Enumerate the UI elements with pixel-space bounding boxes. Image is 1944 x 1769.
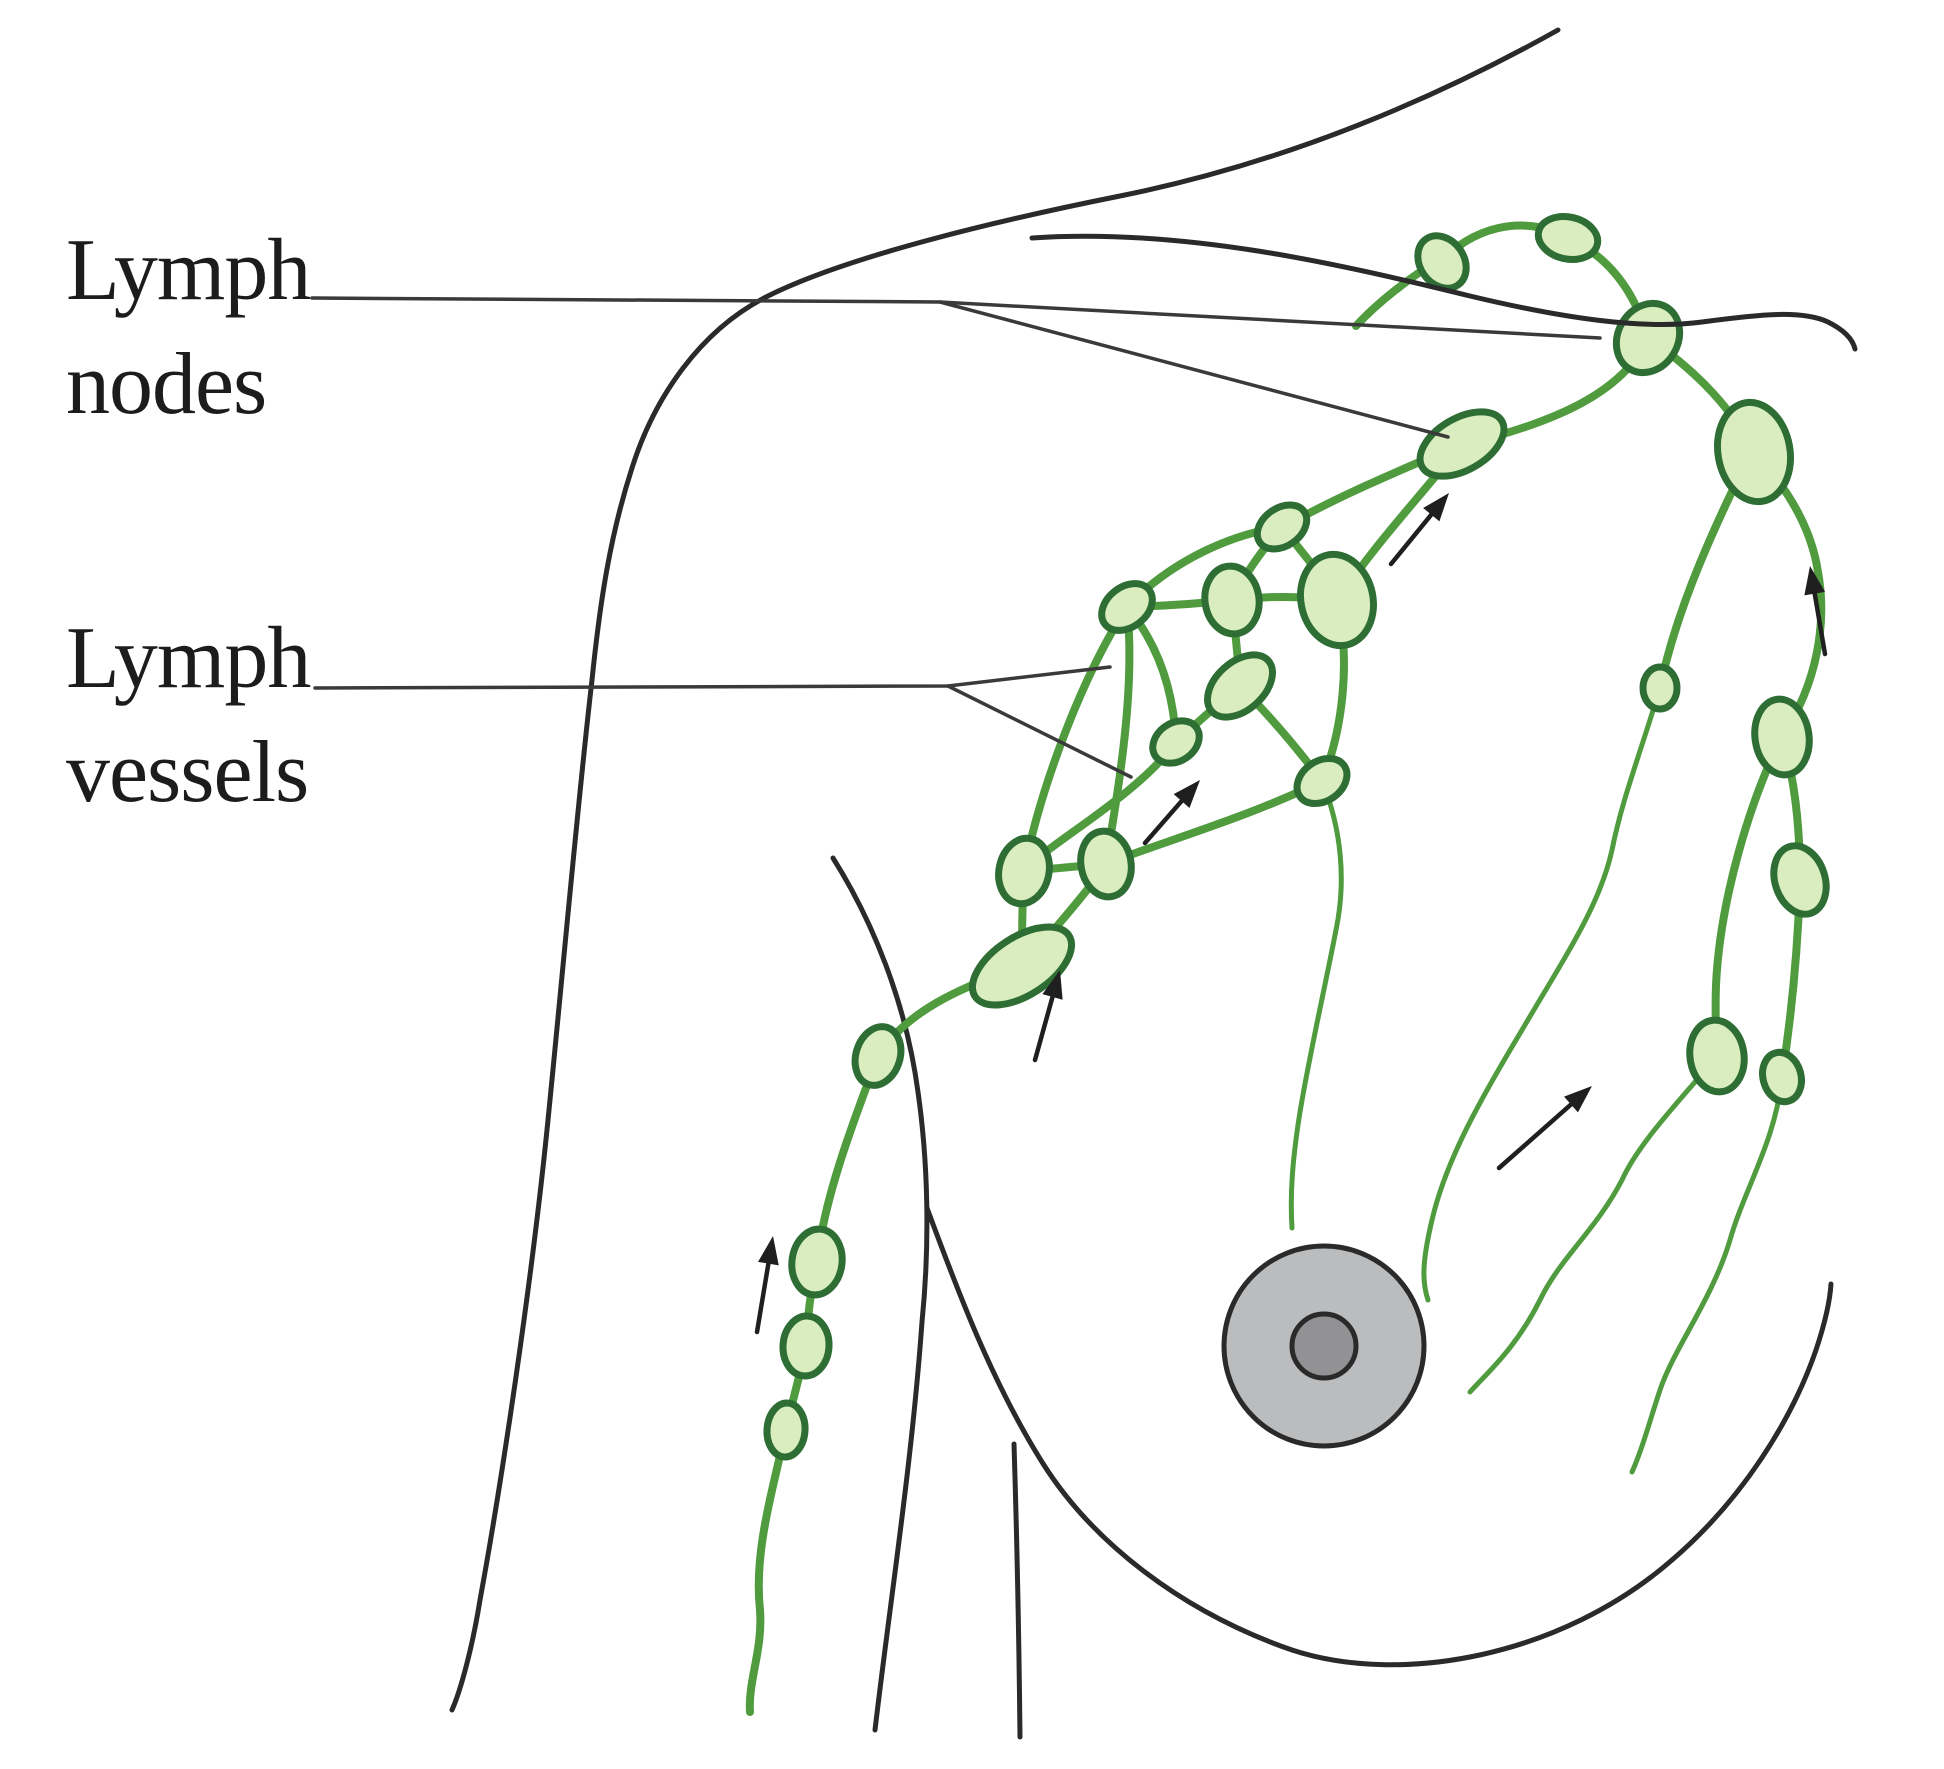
flow-arrow-head — [1173, 780, 1200, 808]
flow-arrow — [1496, 1086, 1592, 1171]
leader-line-lymph-nodes — [938, 300, 1450, 439]
flow-arrow — [1032, 970, 1063, 1063]
flow-arrow — [1142, 780, 1200, 846]
lymph-node — [1077, 827, 1135, 901]
leader-line-lymph-vessels — [946, 684, 1133, 779]
axilla-chest-line — [830, 855, 930, 1733]
lymph-node — [1149, 717, 1203, 767]
flow-arrow-head — [758, 1236, 779, 1266]
lymph-node — [1414, 232, 1470, 292]
leader-lines-group — [310, 296, 1602, 779]
flow-arrow-head — [1042, 970, 1063, 1000]
lymph-vessel-thin — [1421, 685, 1663, 1303]
flow-arrow-head — [1804, 566, 1826, 596]
lymph-vessel-thin — [1467, 1053, 1720, 1395]
lymph-node — [1204, 651, 1276, 721]
lymph-node — [968, 923, 1076, 1009]
flow-arrow-shaft — [1142, 795, 1187, 846]
flow-arrow-shaft — [1811, 587, 1828, 657]
lymph-vessels-label-line1: Lymph — [66, 610, 311, 707]
lymph-nodes-label-line1: Lymph — [66, 222, 311, 319]
flow-arrow — [1804, 566, 1828, 657]
lymph-node — [995, 834, 1053, 908]
lymph-node — [1297, 550, 1377, 650]
lymph-vessels-group — [745, 221, 1826, 1716]
flow-arrow — [754, 1236, 779, 1335]
lymph-vessels-label-line2: vessels — [66, 724, 309, 821]
lymph-vessels-label: Lymph vessels — [66, 602, 311, 830]
nipple — [1289, 1311, 1359, 1381]
lymph-nodes-label: Lymph nodes — [66, 214, 311, 442]
lymph-node — [1686, 1016, 1748, 1096]
lymph-node — [851, 1023, 905, 1089]
areola-group — [1221, 1243, 1427, 1449]
shoulder-trapezius-line — [1029, 233, 1858, 352]
flow-arrow-head — [1423, 493, 1449, 522]
lymph-nodes-label-line2: nodes — [66, 336, 267, 433]
lymph-nodes-group — [763, 213, 1830, 1461]
lymph-node — [1639, 663, 1681, 713]
flow-arrow-shaft — [754, 1257, 772, 1335]
lymph-node — [1759, 1048, 1805, 1106]
lymph-node — [1098, 580, 1156, 634]
flow-arrow — [1388, 493, 1449, 567]
lymph-vessel — [745, 1426, 790, 1716]
lymph-node — [1612, 299, 1684, 377]
pectoral-fold-line — [1011, 1441, 1023, 1740]
body-outline-group — [449, 27, 1834, 1740]
lymph-node — [1253, 501, 1311, 553]
neck-shoulder-and-arm-outline — [449, 27, 1561, 1713]
lymph-node — [1293, 754, 1351, 808]
lymph-vessel — [1102, 777, 1326, 868]
lymph-node — [1751, 695, 1813, 779]
flow-arrow-head — [1564, 1086, 1592, 1113]
flow-arrow-shaft — [1496, 1099, 1577, 1171]
lymph-node — [788, 1225, 846, 1299]
flow-arrow-shaft — [1032, 990, 1056, 1063]
lymph-vessel — [1711, 733, 1786, 1060]
leader-line-lymph-nodes — [310, 296, 1602, 340]
lymph-vessel-thin — [1288, 778, 1344, 1231]
lymph-vessel — [1748, 446, 1826, 741]
flow-arrows-group — [754, 493, 1828, 1335]
leader-line-lymph-vessels — [313, 665, 1112, 690]
lymph-vessel — [1102, 603, 1134, 868]
lymph-node — [763, 1399, 809, 1461]
lymph-node — [1770, 842, 1830, 918]
lymph-node — [1416, 408, 1508, 480]
lymph-node — [1534, 213, 1602, 263]
lymph-vessel-thin — [1629, 1074, 1785, 1475]
lymph-node — [779, 1312, 833, 1380]
lymph-node — [1713, 398, 1795, 506]
lymph-node — [1201, 562, 1263, 638]
breast-outline — [924, 1205, 1834, 1668]
flow-arrow-shaft — [1388, 509, 1437, 567]
